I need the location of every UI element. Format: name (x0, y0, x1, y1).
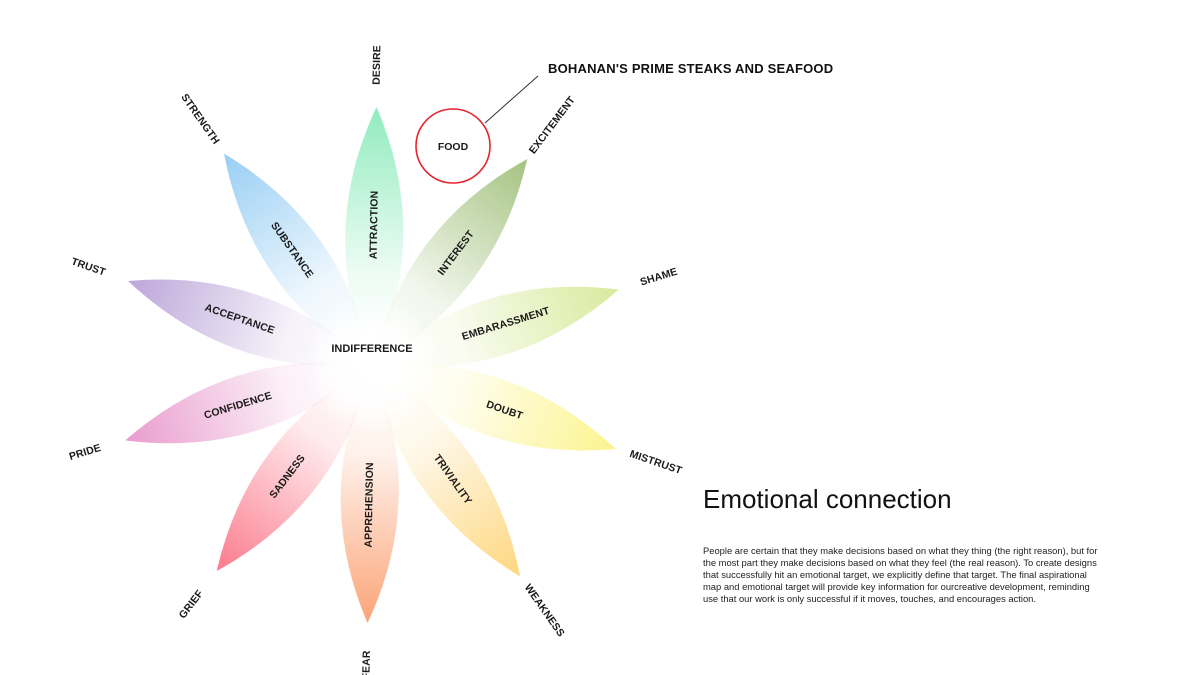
food-highlight-circle (415, 108, 491, 184)
inner-label-attraction: ATTRACTION (368, 191, 381, 260)
outer-label-desire: DESIRE (371, 45, 384, 85)
petals-layer (125, 107, 619, 623)
outer-label-trust: TRUST (70, 256, 108, 279)
outer-label-mistrust: MISTRUST (628, 448, 684, 477)
section-title: Emotional connection (703, 484, 952, 514)
callout-line (484, 75, 539, 124)
outer-label-strength: STRENGTH (178, 92, 221, 147)
callout-title: BOHANAN'S PRIME STEAKS AND SEAFOOD (548, 61, 834, 76)
inner-label-apprehension: APPREHENSION (363, 462, 376, 547)
outer-label-pride: PRIDE (68, 442, 103, 463)
section-body: People are certain that they make decisi… (703, 545, 1098, 604)
center-glow (302, 295, 442, 435)
outer-label-weakness: WEAKNESS (522, 582, 567, 639)
outer-label-shame: SHAME (639, 266, 679, 289)
outer-label-excitement: EXCITEMENT (527, 94, 578, 156)
center-label: INDIFFERENCE (331, 343, 412, 355)
outer-label-grief: GRIEF (177, 587, 206, 621)
food-label: FOOD (438, 141, 469, 153)
outer-label-fear: FEAR (360, 650, 373, 675)
